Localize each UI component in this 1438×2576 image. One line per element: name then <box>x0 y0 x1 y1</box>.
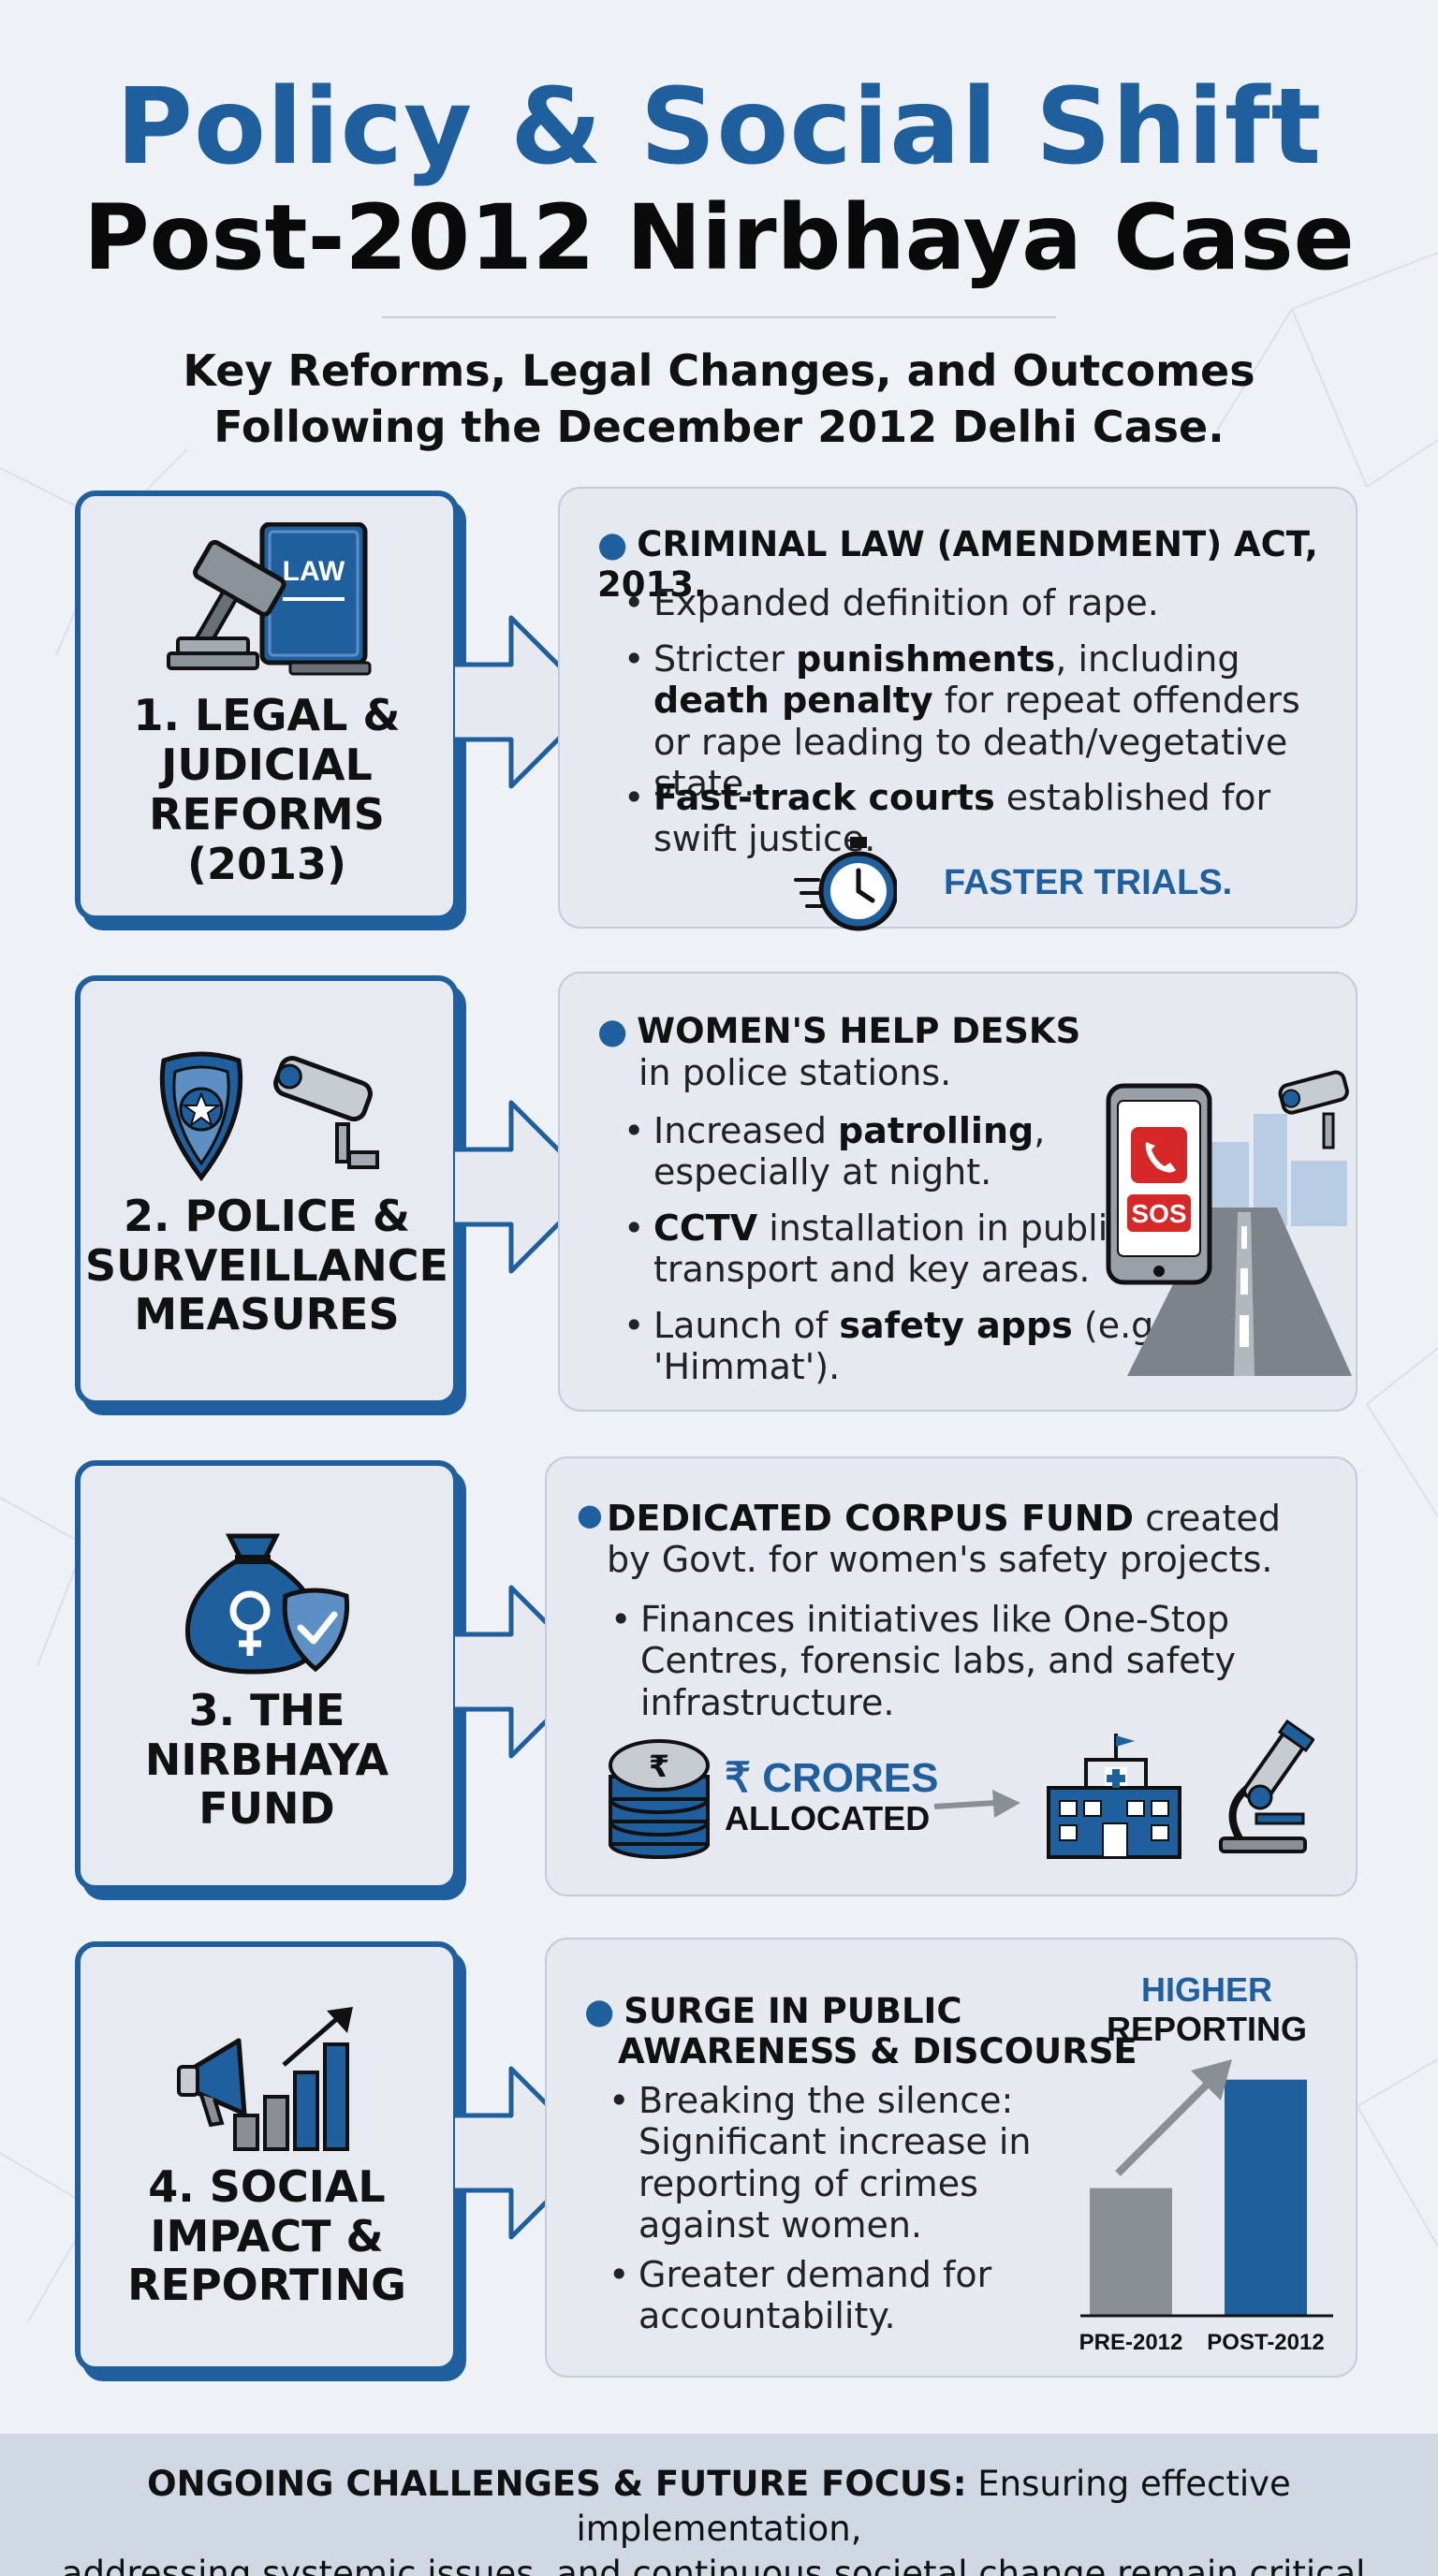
sos-label: SOS <box>1131 1199 1186 1228</box>
bullet-item: •Stricter punishments, including death p… <box>624 638 1300 805</box>
bullet-item: •Greater demand for accountability. <box>609 2254 992 2337</box>
bullet-item: •Expanded definition of rape. <box>624 582 1159 623</box>
subtitle-line2: Following the December 2012 Delhi Case. <box>213 402 1225 453</box>
section-police-measures: 2. POLICE & SURVEILLANCE MEASURES ●WOMEN… <box>0 972 1438 1421</box>
page-header: Policy & Social Shift Post-2012 Nirbhaya… <box>0 75 1438 456</box>
hospital-icon <box>1047 1734 1181 1859</box>
phone-sos-road-icon: SOS <box>1106 1070 1352 1376</box>
gavel-law-book-icon: LAW <box>167 522 372 676</box>
section-title: 2. POLICE & SURVEILLANCE MEASURES <box>85 1190 448 1340</box>
microscope-icon <box>1219 1719 1314 1853</box>
money-bag-shield-icon <box>184 1533 350 1675</box>
section-heading: ●CRIMINAL LAW (AMENDMENT) ACT, 2013. <box>597 524 1318 605</box>
reporting-bar-chart: HIGHER REPORTING PRE-2012 POST-2012 <box>1079 1977 1333 2355</box>
header-divider <box>382 315 1056 318</box>
crores-allocated-callout: ₹ CRORES ALLOCATED <box>725 1755 939 1838</box>
arrow-right-icon <box>933 1790 1020 1818</box>
footer-line1: ONGOING CHALLENGES & FUTURE FOCUS: Ensur… <box>147 2464 1291 2550</box>
bullet-item: •Increased patrolling, especially at nig… <box>624 1110 1046 1193</box>
page-title-line2: Post-2012 Nirbhaya Case <box>83 185 1355 290</box>
law-book-label: LAW <box>283 556 345 587</box>
section-details-panel: ●CRIMINAL LAW (AMENDMENT) ACT, 2013. •Ex… <box>558 487 1357 931</box>
section-label-card: 3. THE NIRBHAYA FUND <box>75 1460 459 1891</box>
section-heading-sub: in police stations. <box>638 1052 952 1093</box>
faster-trials-callout: FASTER TRIALS. <box>944 863 1233 902</box>
section-title: 4. SOCIAL IMPACT & REPORTING <box>127 2160 406 2311</box>
section-heading: ●SURGE IN PUBLIC AWARENESS & DISCOURSE <box>584 1991 1137 2071</box>
section-heading: ●WOMEN'S HELP DESKS <box>597 1011 1081 1051</box>
footer-banner: ONGOING CHALLENGES & FUTURE FOCUS: Ensur… <box>0 2434 1438 2576</box>
bullet-item: •CCTV installation in public transport a… <box>624 1208 1128 1291</box>
chart-bar-post-2012 <box>1225 2079 1307 2316</box>
page-title: Policy & Social Shift <box>115 66 1323 188</box>
section-title: 1. LEGAL & JUDICIAL REFORMS (2013) <box>133 690 401 889</box>
section-label-card: LAW 1. LEGAL & JUDICIAL REFORMS (2013) <box>75 490 459 921</box>
page-subtitle: Key Reforms, Legal Changes, and Outcomes… <box>0 343 1438 456</box>
section-label-card: 2. POLICE & SURVEILLANCE MEASURES <box>75 975 459 1406</box>
section-details-panel: ●SURGE IN PUBLIC AWARENESS & DISCOURSE •… <box>545 1938 1357 2378</box>
section-label-card: 4. SOCIAL IMPACT & REPORTING <box>75 1941 459 2372</box>
section-nirbhaya-fund: 3. THE NIRBHAYA FUND ●DEDICATED CORPUS F… <box>0 1456 1438 1906</box>
section-details-panel: ●WOMEN'S HELP DESKS in police stations. … <box>558 972 1357 1412</box>
coin-stack-icon: ₹ <box>609 1739 710 1859</box>
footer-line2: addressing systemic issues, and continuo… <box>61 2554 1377 2576</box>
police-badge-cctv-icon <box>159 1051 379 1181</box>
section-social-impact: 4. SOCIAL IMPACT & REPORTING ●SURGE IN P… <box>0 1938 1438 2387</box>
section-legal-reforms: LAW 1. LEGAL & JUDICIAL REFORMS (2013) ●… <box>0 487 1438 936</box>
stopwatch-icon <box>794 837 897 931</box>
trend-arrow-icon <box>1115 2059 1232 2176</box>
chart-bar-pre-2012 <box>1090 2188 1172 2316</box>
chart-category-label: POST-2012 <box>1207 2330 1324 2355</box>
section-heading: ●DEDICATED CORPUS FUND created by Govt. … <box>577 1497 1281 1581</box>
bullet-item: •Finances initiatives like One-Stop Cent… <box>610 1599 1236 1723</box>
chart-title-line1: HIGHER <box>1141 1977 1272 2009</box>
bullet-item: •Breaking the silence: Significant incre… <box>609 2080 1032 2247</box>
section-title: 3. THE NIRBHAYA FUND <box>144 1684 389 1835</box>
megaphone-bar-chart-icon <box>177 2006 353 2151</box>
subtitle-line1: Key Reforms, Legal Changes, and Outcomes <box>183 344 1255 396</box>
chart-title-line2: REPORTING <box>1107 2010 1307 2048</box>
chart-category-label: PRE-2012 <box>1079 2330 1183 2355</box>
section-details-panel: ●DEDICATED CORPUS FUND created by Govt. … <box>545 1456 1357 1896</box>
bullet-item: •Fast-track courts established for swift… <box>624 777 1271 860</box>
rupee-symbol: ₹ <box>649 1749 669 1784</box>
